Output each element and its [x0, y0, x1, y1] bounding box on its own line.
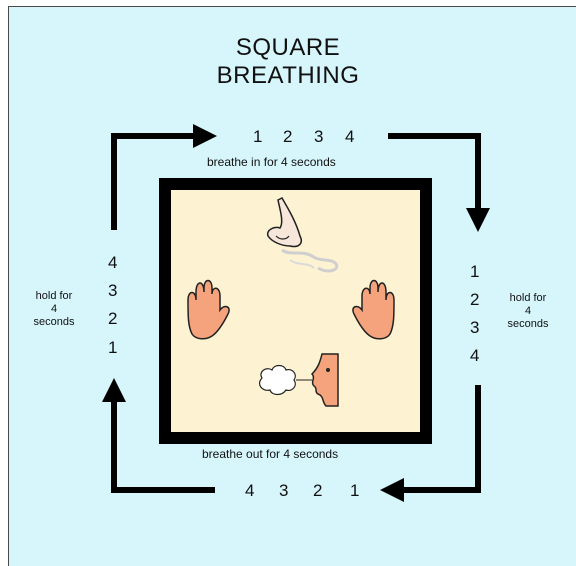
top-count-1: 1 — [253, 127, 262, 147]
right-count-4: 4 — [470, 346, 479, 366]
top-count-3: 3 — [314, 127, 323, 147]
right-caption-line-2: 4 — [494, 305, 562, 318]
bottom-count-3: 3 — [279, 481, 288, 501]
left-count-2: 2 — [108, 309, 117, 329]
title-line-1: SQUARE — [0, 34, 576, 62]
left-count-4: 4 — [108, 253, 117, 273]
top-count-4: 4 — [345, 127, 354, 147]
bottom-caption: breathe out for 4 seconds — [202, 447, 338, 461]
bottom-count-1: 1 — [350, 481, 359, 501]
top-count-2: 2 — [283, 127, 292, 147]
right-count-3: 3 — [470, 318, 479, 338]
bottom-count-2: 2 — [313, 481, 322, 501]
right-caption: hold for 4 seconds — [494, 292, 562, 331]
top-caption: breathe in for 4 seconds — [207, 155, 336, 169]
left-caption-line-2: 4 — [22, 303, 86, 316]
right-count-2: 2 — [470, 290, 479, 310]
left-count-1: 1 — [108, 338, 117, 358]
bottom-count-4: 4 — [245, 481, 254, 501]
left-count-3: 3 — [108, 281, 117, 301]
left-caption: hold for 4 seconds — [22, 290, 86, 329]
right-count-1: 1 — [470, 262, 479, 282]
right-caption-line-1: hold for — [494, 292, 562, 305]
title-line-2: BREATHING — [0, 62, 576, 90]
left-caption-line-3: seconds — [22, 316, 86, 329]
right-caption-line-3: seconds — [494, 318, 562, 331]
left-caption-line-1: hold for — [22, 290, 86, 303]
